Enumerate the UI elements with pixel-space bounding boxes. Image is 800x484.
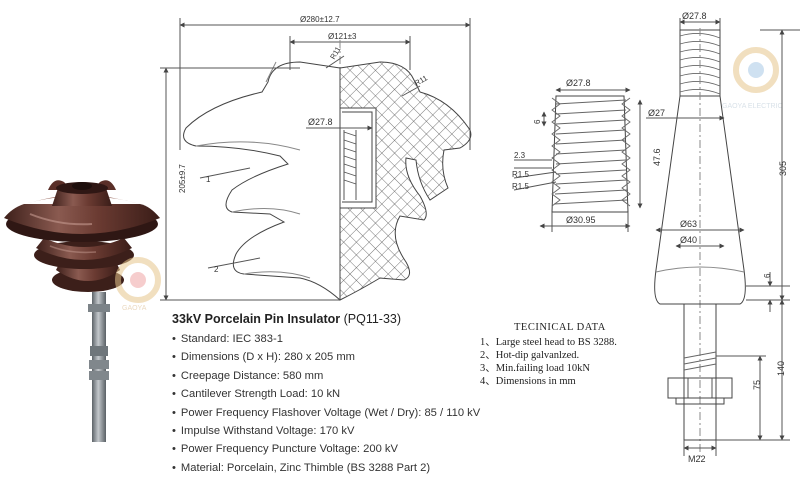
dim-thread-23: 2.3 — [514, 151, 526, 160]
insulator-cross-section — [160, 18, 472, 301]
svg-text:GAOYA: GAOYA — [122, 305, 147, 312]
dim-thread-6: 6 — [533, 119, 542, 124]
callout-1: 1 — [206, 175, 211, 184]
dim-thread-r1: R1.5 — [512, 170, 529, 179]
dim-pin-75: 75 — [752, 380, 762, 390]
spec-item: Impulse Withstand Voltage: 170 kV — [172, 422, 532, 440]
dim-radius-side: R11 — [413, 73, 429, 87]
svg-text:GAOYA ELECTRIC: GAOYA ELECTRIC — [722, 103, 783, 110]
dim-thimble-dia: Ø27.8 — [308, 117, 333, 127]
technical-data-list: 1、Large steel head to BS 3288. 2、Hot-dip… — [480, 336, 617, 388]
dim-pin-dia-63: Ø63 — [680, 219, 697, 229]
dim-pin-dia-27: Ø27 — [648, 108, 665, 118]
spec-block: 33kV Porcelain Pin Insulator (PQ11-33) S… — [172, 312, 532, 477]
technical-data-title: TECINICAL DATA — [514, 322, 606, 333]
technical-item: 2、Hot-dip galvanlzed. — [480, 350, 580, 361]
spec-list: Standard: IEC 383-1 Dimensions (D x H): … — [172, 330, 532, 477]
spec-item: Creepage Distance: 580 mm — [172, 367, 532, 385]
dim-thread-top-dia: Ø27.8 — [566, 78, 591, 88]
technical-item: 3、Min.failing load 10kN — [480, 363, 590, 374]
dim-pin-dia-40: Ø40 — [680, 235, 697, 245]
technical-item: 1、Large steel head to BS 3288. — [480, 337, 617, 348]
dimension-labels: Ø280±12.7 Ø121±3 R11 R11 Ø27.8 205±9.7 1… — [178, 11, 788, 464]
thread-detail — [513, 87, 643, 232]
watermark-logo-icon: GAOYA ELECTRIC — [722, 47, 783, 110]
callout-2: 2 — [214, 265, 219, 274]
spec-title: 33kV Porcelain Pin Insulator (PQ11-33) — [172, 312, 532, 326]
dim-thread-r2: R1.5 — [512, 182, 529, 191]
spec-title-text: 33kV Porcelain Pin Insulator — [172, 312, 341, 326]
insulator-photo — [4, 180, 160, 442]
dim-overall-dia: Ø280±12.7 — [300, 15, 340, 24]
technical-item: 4、Dimensions in mm — [480, 376, 576, 387]
spec-item: Power Frequency Puncture Voltage: 200 kV — [172, 440, 532, 458]
dim-thread-bottom-dia: Ø30.95 — [566, 215, 596, 225]
dim-height: 205±9.7 — [178, 164, 187, 193]
dim-pin-thread: M22 — [688, 454, 706, 464]
dim-pin-height: 305 — [778, 161, 788, 176]
spec-item: Dimensions (D x H): 280 x 205 mm — [172, 348, 532, 366]
dim-pin-6: 6 — [763, 273, 772, 278]
spec-item: Material: Porcelain, Zinc Thimble (BS 32… — [172, 459, 532, 477]
spec-model: (PQ11-33) — [343, 312, 402, 326]
spec-item: Power Frequency Flashover Voltage (Wet /… — [172, 404, 532, 422]
spec-item: Standard: IEC 383-1 — [172, 330, 532, 348]
dim-pin-140: 140 — [776, 361, 786, 376]
dim-top-dia: Ø121±3 — [328, 32, 357, 41]
spec-item: Cantilever Strength Load: 10 kN — [172, 385, 532, 403]
pin-drawing — [646, 18, 800, 460]
watermark-logo-icon: GAOYA — [115, 257, 161, 312]
technical-data: TECINICAL DATA 1、Large steel head to BS … — [480, 322, 617, 388]
dim-pin-top-dia: Ø27.8 — [682, 11, 707, 21]
dim-thread-47: 47.6 — [652, 148, 662, 166]
